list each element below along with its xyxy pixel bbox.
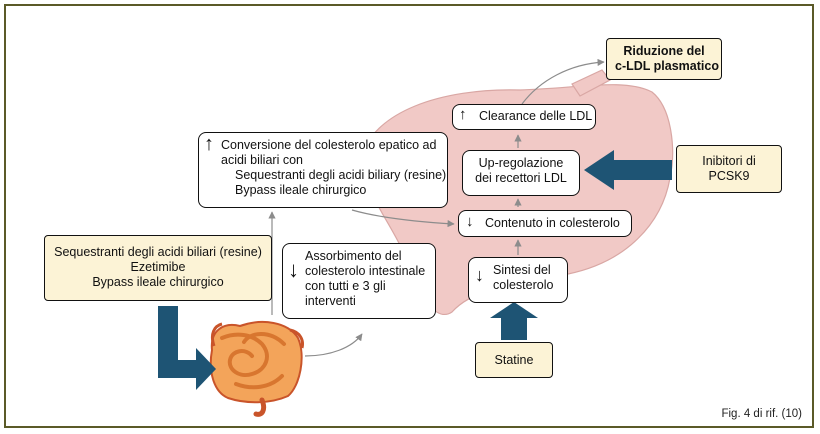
- sequestranti-line-2: Ezetimibe: [130, 260, 186, 274]
- inibitori-pcsk9-box: Inibitori di PCSK9: [676, 145, 782, 193]
- sintesi-line-2: colesterolo: [493, 278, 554, 292]
- conversione-line-2: acidi biliari con: [221, 153, 303, 167]
- up-arrow-icon: ↑: [459, 106, 467, 123]
- liver-duct: [571, 69, 611, 97]
- upregolazione-box: Up-regolazione dei recettori LDL: [462, 150, 580, 196]
- sequestranti-line-1: Sequestranti degli acidi biliari (resine…: [54, 245, 262, 259]
- statine-label: Statine: [494, 353, 534, 367]
- inibitori-line-1: Inibitori di: [702, 154, 756, 168]
- contenuto-colesterolo-box: ↓ Contenuto in colesterolo: [458, 210, 632, 237]
- sequestranti-box: Sequestranti degli acidi biliari (resine…: [44, 235, 272, 301]
- inibitori-line-2: PCSK9: [708, 169, 750, 183]
- sequestrant-arrow: [158, 306, 216, 390]
- figure-caption: Fig. 4 di rif. (10): [721, 408, 802, 420]
- assorbimento-box: ↓ Assorbimento del colesterolo intestina…: [282, 243, 436, 319]
- sequestranti-line-3: Bypass ileale chirurgico: [92, 275, 224, 289]
- assorbimento-line-2: colesterolo intestinale: [305, 264, 426, 278]
- statin-arrow: [490, 302, 538, 340]
- riduzione-line-1: Riduzione del: [623, 44, 705, 58]
- conversione-line-3: Sequestranti degli acidi biliary (resine…: [235, 168, 447, 182]
- assorbimento-line-1: Assorbimento del: [305, 249, 402, 263]
- clearance-ldl-box: ↑ Clearance delle LDL: [452, 104, 596, 130]
- assorbimento-line-3: con tutti e 3 gli: [305, 279, 386, 293]
- down-arrow-icon: ↓: [475, 265, 484, 285]
- down-arrow-icon: ↓: [466, 213, 474, 230]
- upregolazione-line-2: dei recettori LDL: [475, 171, 567, 185]
- clearance-label: Clearance delle LDL: [479, 109, 593, 123]
- upregolazione-line-1: Up-regolazione: [478, 156, 564, 170]
- up-arrow-icon: ↑: [204, 133, 214, 155]
- statine-box: Statine: [475, 342, 553, 378]
- assorbimento-line-4: interventi: [305, 294, 356, 308]
- conversione-box: ↑ Conversione del colesterolo epatico ad…: [198, 132, 448, 208]
- conversione-line-1: Conversione del colesterolo epatico ad: [221, 138, 437, 152]
- down-arrow-icon: ↓: [288, 257, 299, 282]
- contenuto-label: Contenuto in colesterolo: [485, 216, 620, 230]
- intestine-illustration: [209, 321, 304, 417]
- connector-lines: [268, 58, 605, 357]
- sintesi-line-1: Sintesi del: [493, 263, 551, 277]
- riduzione-line-2: c-LDL plasmatico: [615, 59, 719, 73]
- riduzione-ldl-box: Riduzione del c-LDL plasmatico: [606, 38, 722, 80]
- sintesi-colesterolo-box: ↓ Sintesi del colesterolo: [468, 257, 568, 303]
- conversione-line-4: Bypass ileale chirurgico: [235, 183, 367, 197]
- inhibitor-arrow: [584, 150, 672, 190]
